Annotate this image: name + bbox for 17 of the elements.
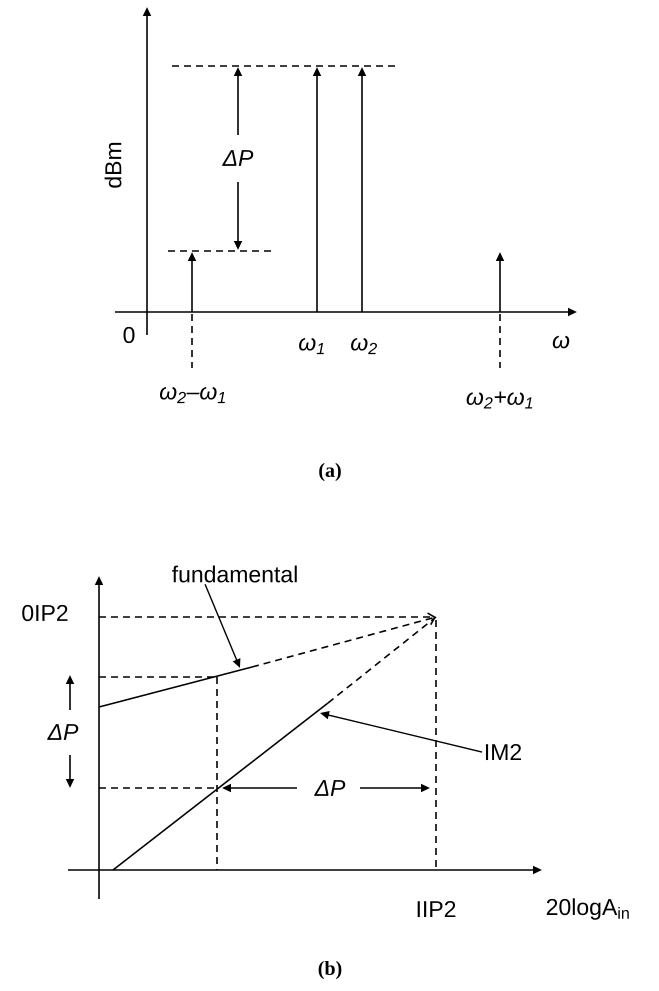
origin-label: 0: [124, 326, 134, 344]
curve-label: fundamental: [172, 566, 297, 582]
dimension-label: ΔP: [314, 780, 346, 796]
axis-label: dBm: [104, 142, 122, 188]
dimension-label: ΔP: [222, 150, 254, 166]
axis-label: 20logA$_{in}$: [546, 898, 629, 920]
frequency-label: ω$_{2}$+ω$_{1}$: [466, 392, 532, 408]
frequency-label: ω$_{2}$: [351, 338, 377, 354]
frequency-label: ω$_{1}$: [299, 338, 324, 354]
curve-label: IM2: [486, 744, 522, 760]
axis-label: ω: [552, 336, 570, 348]
axis-tick-label: 0IP2: [22, 604, 68, 622]
frequency-label: ω$_{2}$–ω$_{1}$: [160, 386, 225, 404]
dimension-label: ΔP: [47, 724, 78, 740]
axis-tick-label: IIP2: [418, 900, 456, 918]
panel-label: (b): [318, 960, 342, 980]
panel-label: (a): [319, 462, 341, 482]
